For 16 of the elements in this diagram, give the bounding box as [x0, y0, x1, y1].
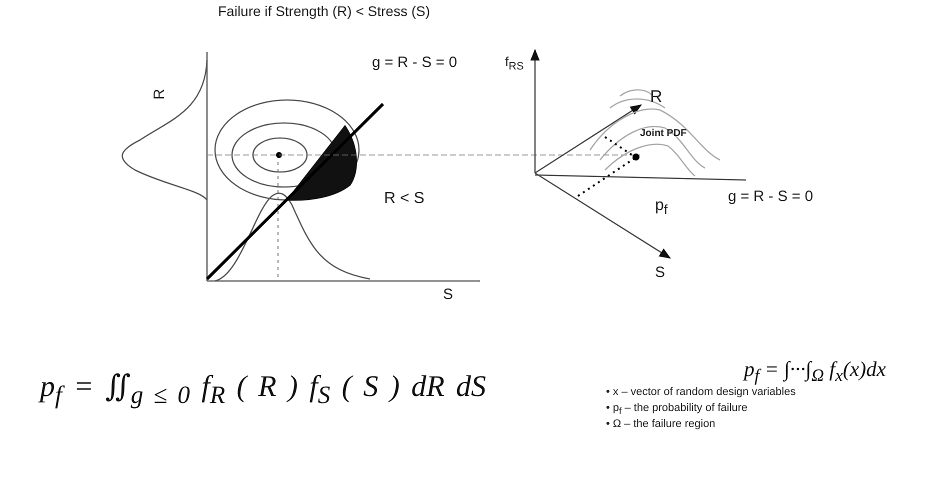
region-label: R < S — [384, 190, 424, 208]
axis-label: f$_{RS}$ — [505, 55, 524, 74]
limit-state-label: g = R - S = 0 — [372, 55, 458, 72]
surface-label: Joint PDF — [640, 128, 687, 139]
axis-label: R — [650, 88, 662, 107]
axis-label: S — [655, 265, 666, 282]
definition-text: • Ω – the failure region — [606, 418, 716, 430]
formula: p$_{f}$ = ∬$_{g ≤ 0}$ f$_{R}$ ( R ) f$_{S}$ ( S ) dR dS — [40, 370, 486, 410]
definition-text: • p$_{f}$ – the probability of failure — [606, 402, 748, 416]
limit-state-label: g = R - S = 0 — [728, 189, 814, 206]
formula: p$_{f}$ = ∫···∫$_{Ω}$ f$_{x}$(x)dx — [744, 358, 886, 386]
probability-label: p$_{f}$ — [655, 197, 668, 218]
definition-text: • x – vector of random design variables — [606, 386, 796, 398]
diagram-title: Failure if Strength (R) < Stress (S) — [218, 4, 430, 20]
axis-label: S — [443, 287, 454, 304]
axis-label: R — [152, 88, 169, 100]
